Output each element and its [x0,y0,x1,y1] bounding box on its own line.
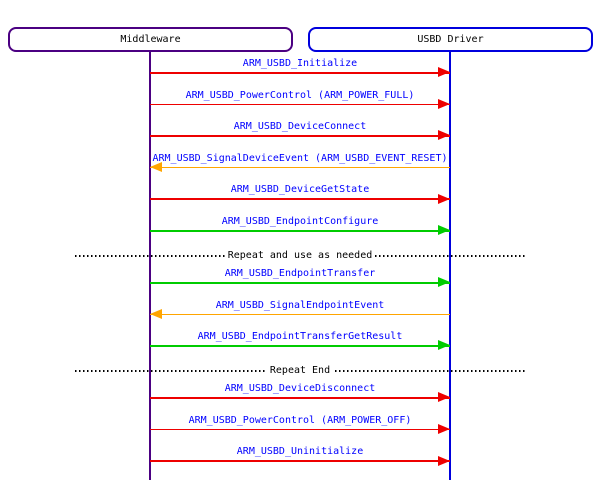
message-arm-usbd-powercontrol-arm-power-full: ARM_USBD_PowerControl (ARM_POWER_FULL) [150,89,450,109]
arrowhead-right-icon [438,277,450,288]
arrowhead-right-icon [438,225,450,236]
message-line [150,455,450,466]
message-line [150,424,450,435]
message-arm-usbd-uninitialize: ARM_USBD_Uninitialize [150,446,450,466]
message-arm-usbd-devicegetstate: ARM_USBD_DeviceGetState [150,184,450,204]
message-line [150,162,450,173]
message-arm-usbd-devicedisconnect: ARM_USBD_DeviceDisconnect [150,383,450,403]
lifeline-usbd-driver [449,52,451,480]
message-label: ARM_USBD_SignalDeviceEvent (ARM_USBD_EVE… [152,152,448,164]
arrowhead-right-icon [438,193,450,204]
message-arm-usbd-endpointtransfergetresult: ARM_USBD_EndpointTransferGetResult [150,331,450,351]
message-arm-usbd-initialize: ARM_USBD_Initialize [150,58,450,78]
entity-middleware: Middleware [8,27,293,52]
divider-label: Repeat and use as needed [224,249,376,263]
message-line [150,392,450,403]
message-label: ARM_USBD_PowerControl (ARM_POWER_OFF) [188,414,412,426]
message-label: ARM_USBD_EndpointTransferGetResult [197,331,403,343]
divider-label: Repeat End [266,364,334,379]
message-arm-usbd-signalendpointevent: ARM_USBD_SignalEndpointEvent [150,299,450,319]
message-line [150,225,450,236]
message-label: ARM_USBD_EndpointConfigure [221,216,379,227]
message-label: ARM_USBD_PowerControl (ARM_POWER_FULL) [185,89,415,101]
message-label: ARM_USBD_SignalEndpointEvent [215,299,385,311]
arrowhead-right-icon [438,392,450,403]
entity-middleware-label: Middleware [120,34,181,45]
message-label: ARM_USBD_DeviceDisconnect [224,383,376,395]
divider-repeat-end: Repeat End [75,364,525,379]
entity-usbd-driver: USBD Driver [308,27,593,52]
arrowhead-right-icon [438,340,450,351]
arrowhead-right-icon [438,98,450,109]
message-arm-usbd-signaldeviceevent-arm-usbd-event-reset: ARM_USBD_SignalDeviceEvent (ARM_USBD_EVE… [150,152,450,173]
message-line [150,193,450,204]
message-label: ARM_USBD_DeviceGetState [230,184,370,196]
arrowhead-right-icon [438,130,450,141]
message-arm-usbd-powercontrol-arm-power-off: ARM_USBD_PowerControl (ARM_POWER_OFF) [150,414,450,435]
message-label: ARM_USBD_DeviceConnect [233,121,367,133]
arrowhead-right-icon [438,67,450,78]
message-arm-usbd-endpointconfigure: ARM_USBD_EndpointConfigure [150,216,450,236]
message-line [150,340,450,351]
message-label: ARM_USBD_Initialize [242,58,358,69]
message-label: ARM_USBD_Uninitialize [236,446,364,458]
message-arm-usbd-endpointtransfer: ARM_USBD_EndpointTransfer [150,268,450,288]
arrowhead-right-icon [438,424,450,435]
divider-repeat-and-use-as-needed: Repeat and use as needed [75,249,525,263]
message-line [150,308,450,319]
lifeline-middleware [149,52,151,480]
entity-usbd-driver-label: USBD Driver [417,34,484,45]
arrowhead-left-icon [150,308,162,319]
message-line [150,130,450,141]
message-line [150,277,450,288]
message-arm-usbd-deviceconnect: ARM_USBD_DeviceConnect [150,121,450,141]
message-line [150,67,450,78]
message-line [150,98,450,109]
arrowhead-right-icon [438,455,450,466]
arrowhead-left-icon [150,162,162,173]
message-label: ARM_USBD_EndpointTransfer [224,268,376,279]
